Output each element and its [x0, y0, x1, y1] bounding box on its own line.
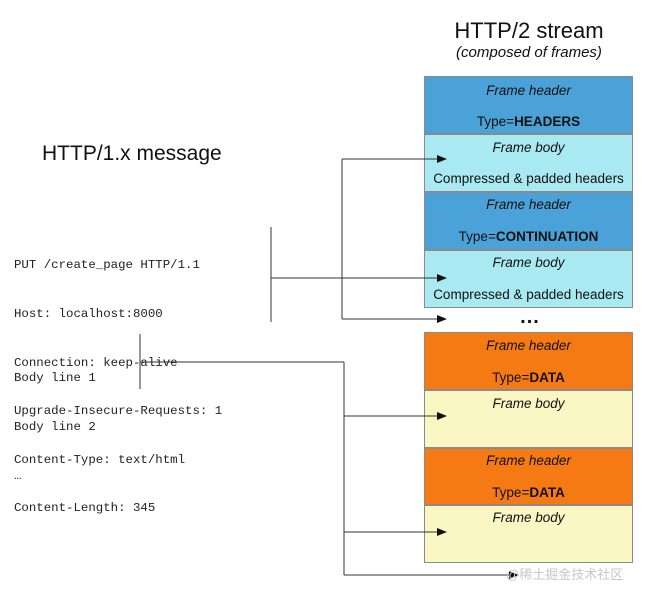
http2-stream-title: HTTP/2 stream [454, 18, 604, 43]
frame-body-label: Frame body [492, 396, 565, 411]
header-line: Upgrade-Insecure-Requests: 1 [14, 404, 223, 419]
header-line: Content-Type: text/html [14, 452, 186, 467]
watermark-text: @稀土掘金技术社区 [506, 567, 624, 582]
frame-body-label: Frame body [492, 510, 565, 525]
frame-body-continuation: Frame body Compressed & padded headers [424, 250, 633, 308]
frame-header-label: Frame header [486, 338, 571, 353]
body-line: Body line 2 [14, 420, 96, 435]
body-line: Body line 1 [14, 371, 96, 386]
frame-type-label: Type=DATA [492, 485, 565, 500]
frame-header-headers: Frame header Type=HEADERS [424, 76, 633, 134]
frame-body-data-2: Frame body [424, 505, 633, 563]
frame-header-label: Frame header [486, 197, 571, 212]
header-line: Host: localhost:8000 [14, 307, 163, 322]
frame-body-detail: Compressed & padded headers [433, 171, 624, 186]
frame-header-data-2: Frame header Type=DATA [424, 448, 633, 505]
header-line: Content-Length: 345 [14, 501, 156, 516]
frame-header-continuation: Frame header Type=CONTINUATION [424, 192, 633, 250]
frame-body-data-1: Frame body [424, 390, 633, 448]
header-line: PUT /create_page HTTP/1.1 [14, 258, 200, 273]
http1-body-block: Body line 1 Body line 2 … [14, 338, 96, 500]
body-line: … [14, 468, 22, 483]
frame-header-data-1: Frame header Type=DATA [424, 332, 633, 390]
frame-header-label: Frame header [486, 453, 571, 468]
http2-stream-subtitle: (composed of frames) [456, 44, 602, 61]
frame-type-label: Type=CONTINUATION [458, 229, 599, 244]
http1-header-block: PUT /create_page HTTP/1.1 Host: localhos… [14, 225, 222, 533]
frames-ellipsis: ... [520, 306, 540, 328]
frame-body-detail: Compressed & padded headers [433, 287, 624, 302]
frame-body-label: Frame body [492, 140, 565, 155]
frame-type-label: Type=DATA [492, 370, 565, 385]
frame-header-label: Frame header [486, 83, 571, 98]
frame-type-label: Type=HEADERS [476, 114, 581, 129]
http1-message-title: HTTP/1.x message [42, 142, 222, 165]
frame-body-headers: Frame body Compressed & padded headers [424, 134, 633, 192]
frame-body-label: Frame body [492, 255, 565, 270]
